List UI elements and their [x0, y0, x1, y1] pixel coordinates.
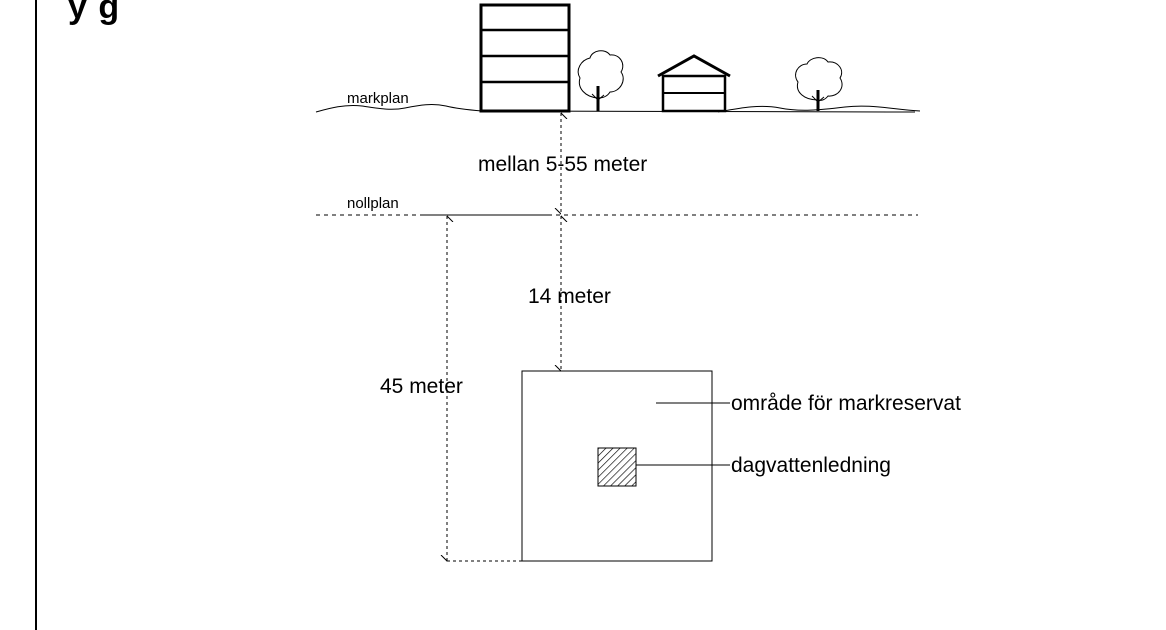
box-height-label: 45 meter: [380, 375, 463, 398]
reserve-area-box: [521, 370, 713, 562]
tree-icon: [795, 57, 843, 111]
depth-range-label: mellan 5-55 meter: [478, 153, 648, 176]
stormwater-pipe-label: dagvattenledning: [731, 454, 891, 477]
title-fragment: y g: [68, 0, 121, 26]
tree-icon: [577, 50, 624, 111]
stormwater-pipe: [597, 447, 637, 487]
building-icon: [479, 3, 571, 113]
house-icon: [657, 54, 731, 113]
depth-fixed-label: 14 meter: [528, 285, 611, 308]
zero-level-label: nollplan: [347, 195, 399, 212]
ground-level-label: markplan: [347, 90, 409, 107]
ground-line: [315, 104, 921, 113]
reserve-area-label: område för markreservat: [731, 392, 961, 415]
